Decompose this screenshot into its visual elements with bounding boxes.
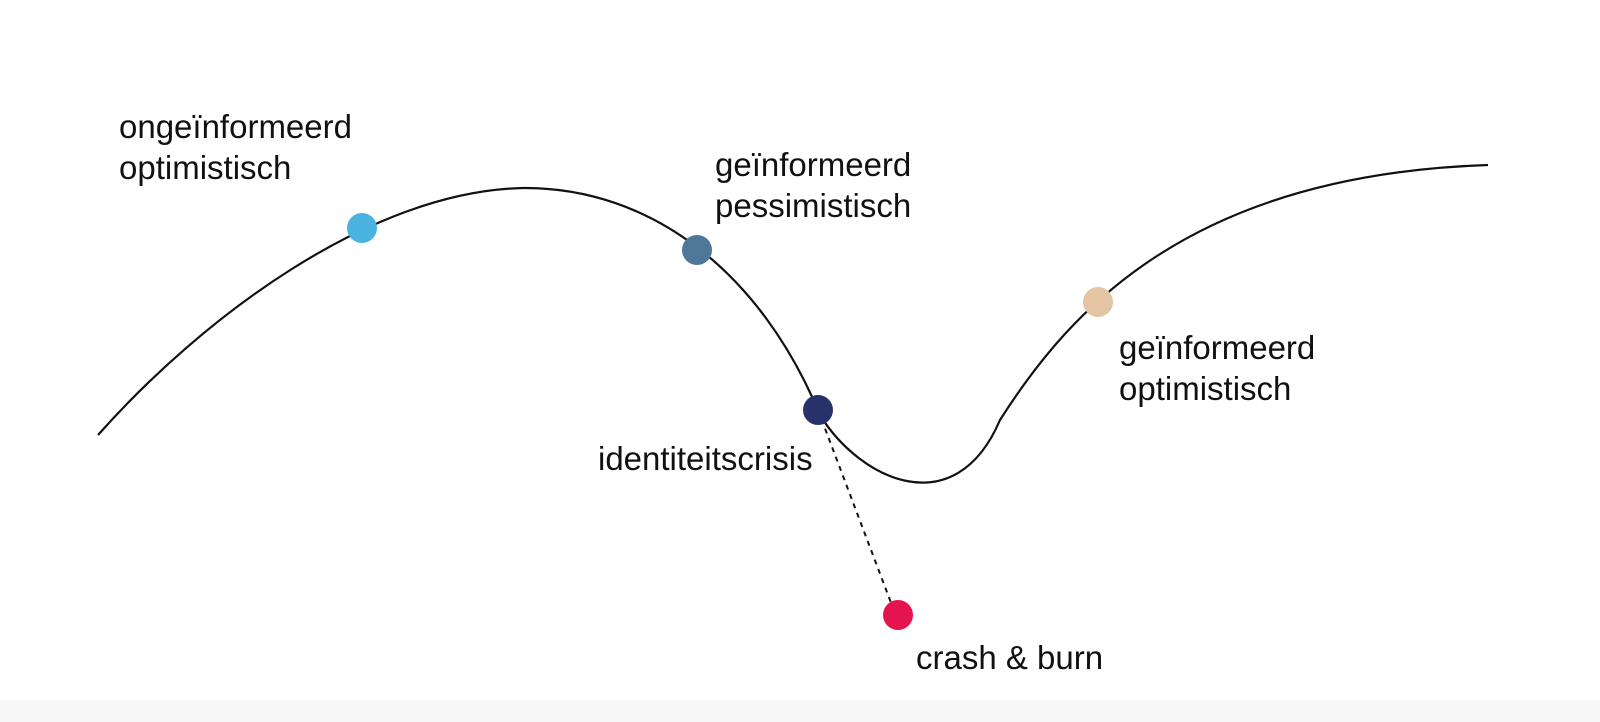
label-informed-pessimistic: geïnformeerd pessimistisch bbox=[715, 146, 920, 224]
bottom-strip bbox=[0, 700, 1600, 722]
marker-uninformed-optimistic bbox=[347, 213, 377, 243]
marker-identity-crisis bbox=[803, 395, 833, 425]
marker-crash-and-burn bbox=[883, 600, 913, 630]
label-identity-crisis: identiteitscrisis bbox=[598, 440, 813, 477]
marker-informed-optimistic bbox=[1083, 287, 1113, 317]
label-uninformed-optimistic: ongeïnformeerd optimistisch bbox=[119, 108, 361, 186]
label-informed-optimistic: geïnformeerd optimistisch bbox=[1119, 329, 1324, 407]
label-crash-and-burn: crash & burn bbox=[916, 639, 1103, 676]
crash-branch-line bbox=[817, 409, 894, 609]
marker-informed-pessimistic bbox=[682, 235, 712, 265]
